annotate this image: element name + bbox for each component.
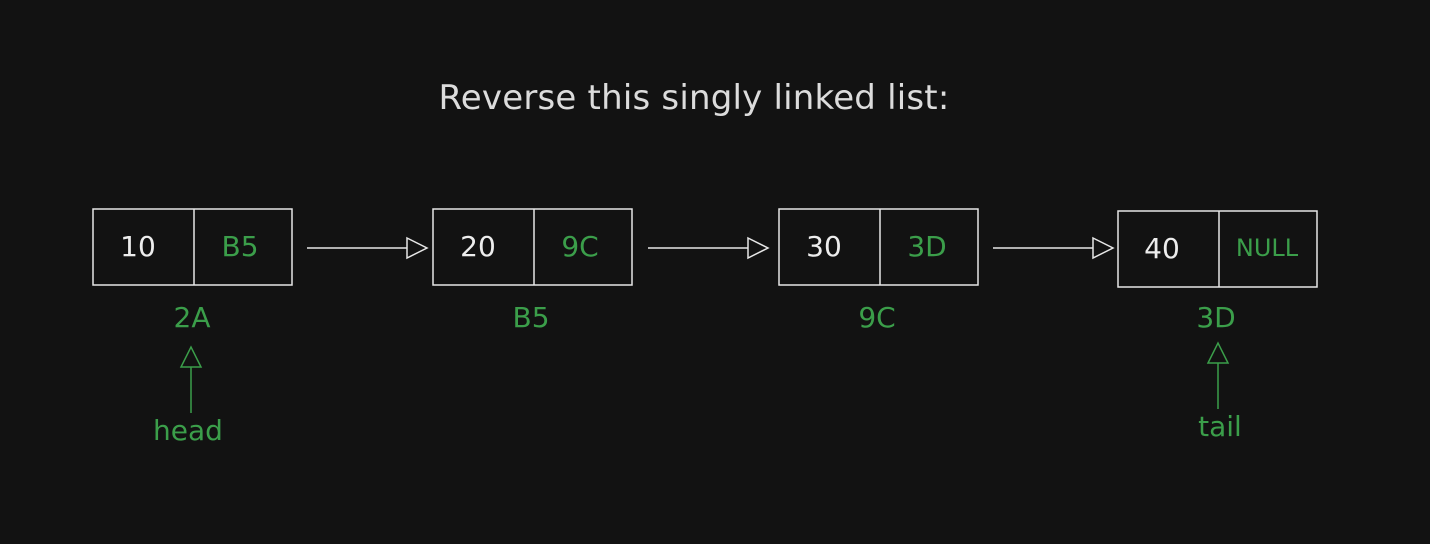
node-1-next: B5 xyxy=(221,230,258,263)
head-label: head xyxy=(153,414,223,447)
node-4-address: 3D xyxy=(1196,301,1235,334)
node-4-value: 40 xyxy=(1144,232,1180,265)
node-1-address: 2A xyxy=(174,301,211,334)
next-arrow-3 xyxy=(993,236,1115,260)
next-arrow-2-head xyxy=(747,236,770,260)
node-3-address: 9C xyxy=(858,301,895,334)
node-1-value: 10 xyxy=(120,230,156,263)
list-node-4: 40 NULL 3D xyxy=(1117,210,1318,334)
diagram-title: Reverse this singly linked list: xyxy=(438,78,950,118)
list-node-1: 10 B5 2A xyxy=(92,208,293,334)
node-3-box xyxy=(778,208,979,286)
head-pointer-arrowhead xyxy=(179,345,203,368)
head-pointer: head xyxy=(153,345,223,447)
list-node-3: 30 3D 9C xyxy=(778,208,979,334)
node-2-value: 20 xyxy=(460,230,496,263)
next-arrow-3-head xyxy=(1092,236,1115,260)
node-4-next: NULL xyxy=(1236,234,1299,262)
node-4-box xyxy=(1117,210,1318,288)
next-arrow-1-head xyxy=(406,236,429,260)
tail-pointer-arrowhead xyxy=(1206,341,1230,364)
next-arrow-2 xyxy=(648,236,770,260)
node-2-address: B5 xyxy=(512,301,549,334)
node-3-next: 3D xyxy=(907,230,946,263)
node-3-value: 30 xyxy=(806,230,842,263)
list-node-2: 20 9C B5 xyxy=(432,208,633,334)
tail-label: tail xyxy=(1198,410,1242,443)
node-1-box xyxy=(92,208,293,286)
tail-pointer: tail xyxy=(1198,341,1242,443)
next-arrow-1 xyxy=(307,236,429,260)
node-2-box xyxy=(432,208,633,286)
node-2-next: 9C xyxy=(561,230,598,263)
